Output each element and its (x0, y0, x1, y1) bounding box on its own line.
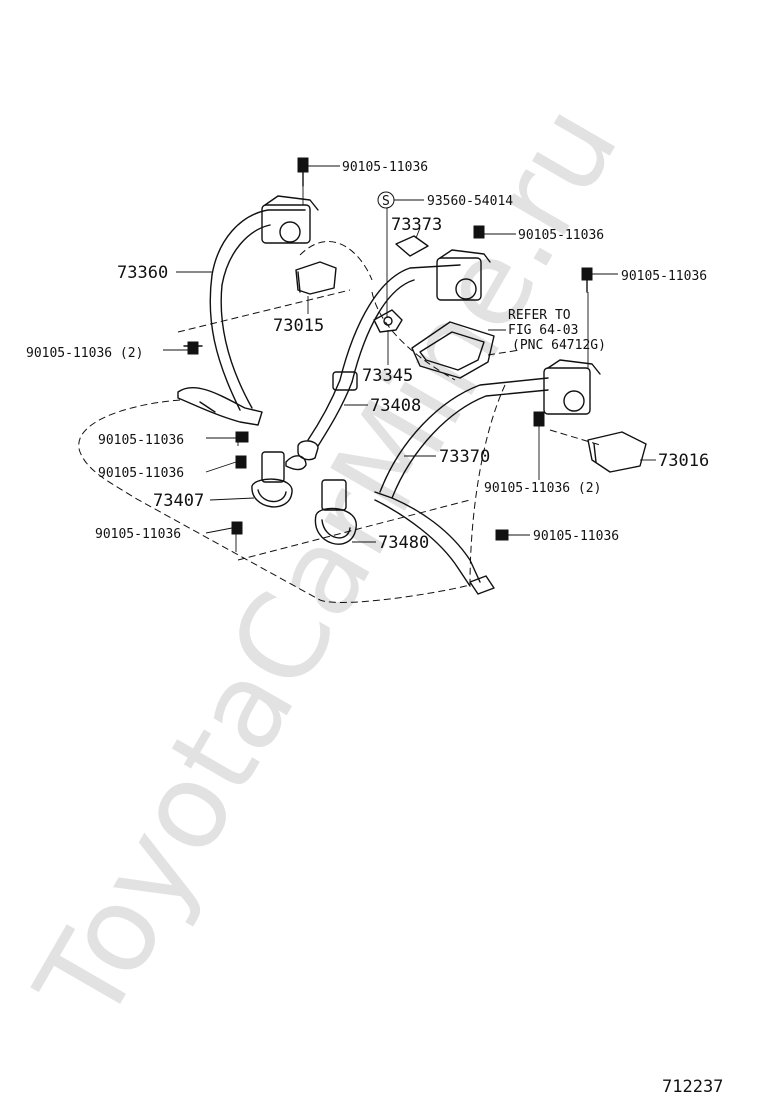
label-bolt-top: 90105-11036 (342, 160, 428, 175)
label-bolt-left-b: 90105-11036 (98, 466, 184, 481)
label-73407: 73407 (153, 491, 204, 511)
right-seat-belt-assembly (374, 359, 601, 595)
s-mark: S (382, 194, 390, 209)
label-bolt-left-a: 90105-11036 (98, 433, 184, 448)
label-fig-64-03: FIG 64-03 (508, 323, 578, 338)
label-73408: 73408 (370, 396, 421, 416)
label-bolt-center-top: 90105-11036 (518, 228, 604, 243)
buckle-73407 (251, 451, 307, 508)
figure-number: 712237 (662, 1077, 723, 1097)
watermark-text: ToyotaCarMine.ru (9, 82, 644, 1045)
bracket-73015 (295, 261, 337, 295)
label-bolt-left-c: 90105-11036 (95, 527, 181, 542)
label-73345: 73345 (362, 366, 413, 386)
bolt-bottom-right (495, 529, 509, 541)
bracket-73016 (587, 431, 647, 473)
leader-lines (163, 165, 656, 552)
label-bolt-left-double: 90105-11036 (2) (26, 346, 143, 361)
label-bolt-bottom-right: 90105-11036 (533, 529, 619, 544)
label-refer-to: REFER TO (508, 308, 571, 323)
buckle-73480 (314, 479, 357, 545)
bolt-left-b (235, 455, 247, 469)
label-73480: 73480 (378, 533, 429, 553)
label-bolt-right-double: 90105-11036 (2) (484, 481, 601, 496)
s-mark-circle (377, 191, 395, 209)
label-73015: 73015 (273, 316, 324, 336)
center-seat-belt-assembly (297, 249, 491, 461)
left-seat-belt-assembly (177, 195, 319, 426)
label-73360: 73360 (117, 263, 168, 283)
label-bolt-right-top: 90105-11036 (621, 269, 707, 284)
bolt-right-top (581, 267, 593, 293)
label-73370: 73370 (439, 447, 490, 467)
bolt-right-double (533, 411, 545, 427)
label-pnc-64712g: (PNC 64712G) (512, 338, 606, 353)
bolt-left-a (235, 431, 249, 443)
bolt-center-top (473, 225, 485, 239)
bolt-left-c (231, 521, 243, 535)
label-93560-54014: 93560-54014 (427, 194, 513, 209)
guide-73345 (373, 309, 403, 333)
label-73373: 73373 (391, 215, 442, 235)
bolt-left-double (183, 341, 203, 355)
clip-73373 (395, 235, 429, 257)
package-tray-bracket (411, 321, 495, 379)
label-73016: 73016 (658, 451, 709, 471)
